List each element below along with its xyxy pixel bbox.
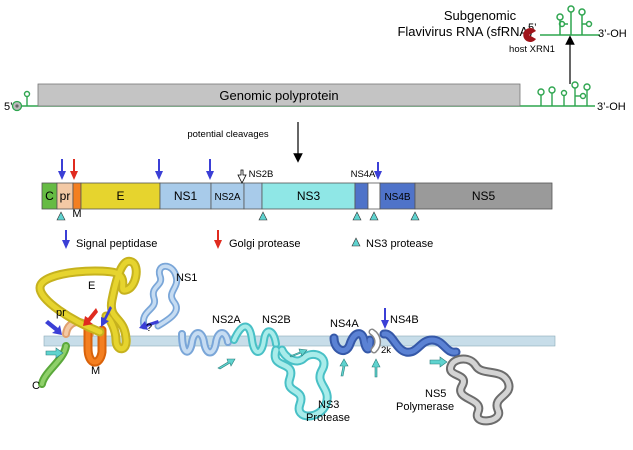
legend-ns3-triangle-icon	[351, 237, 361, 247]
segment-label-pr: pr	[60, 189, 71, 203]
sfrna-title-line2: Flavivirus RNA (sfRNA)	[397, 24, 532, 39]
legend-ns3-label: NS3 protease	[366, 238, 433, 250]
membrane-signal-arrow-3	[139, 320, 159, 330]
label-question: ?	[146, 322, 152, 334]
membrane-signal-arrow-2	[101, 306, 112, 327]
label-ns5-line1: NS5	[425, 388, 446, 400]
label-c: C	[32, 380, 40, 392]
xrn1-label: host XRN1	[509, 44, 555, 55]
segment-label-e: E	[116, 189, 124, 203]
label-ns2a: NS2A	[212, 314, 241, 326]
sfrna-group: Subgenomic Flavivirus RNA (sfRNA) 5’ 3’-…	[397, 5, 627, 84]
ns3-cleavage-triangles	[56, 211, 420, 221]
legend-golgi-arrow-icon	[214, 230, 222, 249]
segment-label-ns3: NS3	[297, 189, 321, 203]
label-ns4a: NS4A	[330, 318, 359, 330]
label-pr: pr	[56, 307, 66, 319]
segment-label-ns5: NS5	[472, 189, 496, 203]
label-ns3-line2: Protease	[306, 412, 350, 424]
membrane-ns3-arrows	[45, 347, 448, 378]
signal-arrow-e-ns1	[155, 159, 163, 180]
er-membrane	[43, 335, 556, 347]
unknown-arrow-ns1	[237, 169, 247, 184]
label-e: E	[88, 280, 95, 292]
genome-five-prime: 5’	[4, 101, 13, 113]
label-ns1: NS1	[176, 272, 197, 284]
sfrna-three-prime: 3’-OH	[598, 28, 627, 40]
segment-label-ns1: NS1	[174, 189, 198, 203]
xrn1-pacman-icon	[523, 28, 536, 42]
sfrna-hairpins-icon	[556, 5, 593, 35]
segment-unlabeled-8	[354, 182, 369, 210]
genomic-polyprotein-label: Genomic polyprotein	[219, 88, 338, 103]
segment-label-ns4b: NS4B	[384, 192, 410, 203]
segment-ns3	[261, 182, 356, 210]
segment-unlabeled-9	[367, 182, 381, 210]
membrane-signal-arrow-4	[381, 308, 389, 329]
signal-arrow-2k-ns4b	[374, 162, 382, 180]
five-prime-hairpin-icon	[23, 90, 31, 106]
ns2b-callout: NS2B	[249, 169, 274, 180]
segment-unlabeled-2	[72, 182, 82, 210]
golgi-arrow-pr-m	[70, 159, 78, 180]
polyprotein-callouts: M NS2B NS4A	[72, 169, 376, 220]
segment-ns1	[159, 182, 212, 210]
legend-signal-label: Signal peptidase	[76, 238, 157, 250]
label-ns5-line2: Polymerase	[396, 401, 454, 413]
three-prime-hairpins-icon	[537, 81, 591, 106]
cap-icon	[11, 100, 23, 112]
label-m: M	[91, 365, 100, 377]
label-2k: 2k	[381, 345, 391, 356]
legend: Signal peptidase Golgi protease NS3 prot…	[62, 230, 433, 250]
cleavage-arrows-top	[58, 159, 382, 184]
segment-ns2a	[210, 182, 245, 210]
m-callout: M	[72, 208, 81, 220]
legend-signal-arrow-icon	[62, 230, 70, 249]
segment-e	[80, 182, 161, 210]
membrane-cleavage-arrows	[45, 306, 389, 335]
membrane-signal-arrow-1	[45, 320, 62, 335]
sfrna-title-line1: Subgenomic	[444, 8, 517, 23]
genome-group: 5’ Genomic polyprotein 3’-OH	[4, 81, 626, 113]
segment-unlabeled-6	[243, 182, 263, 210]
label-ns2b: NS2B	[262, 314, 291, 326]
sfrna-five-prime: 5’	[528, 22, 537, 34]
cleavage-note: potential cleavages	[187, 129, 269, 140]
label-ns4b: NS4B	[390, 314, 419, 326]
segment-ns5	[414, 182, 553, 210]
membrane-topology: pr E M C NS1 ? NS2A NS2B NS3 Protease NS…	[32, 256, 556, 426]
legend-golgi-label: Golgi protease	[229, 238, 301, 250]
label-ns3-line1: NS3	[318, 399, 339, 411]
genomic-polyprotein-bar	[37, 83, 521, 107]
membrane-golgi-arrow	[83, 308, 98, 326]
signal-arrow-c-pr	[58, 159, 66, 180]
ns4a-callout: NS4A	[351, 169, 376, 180]
signal-arrow-ns1-ns2a	[206, 159, 214, 180]
segment-label-ns2a: NS2A	[214, 192, 240, 203]
genome-three-prime: 3’-OH	[597, 101, 626, 113]
segment-label-c: C	[45, 189, 54, 203]
